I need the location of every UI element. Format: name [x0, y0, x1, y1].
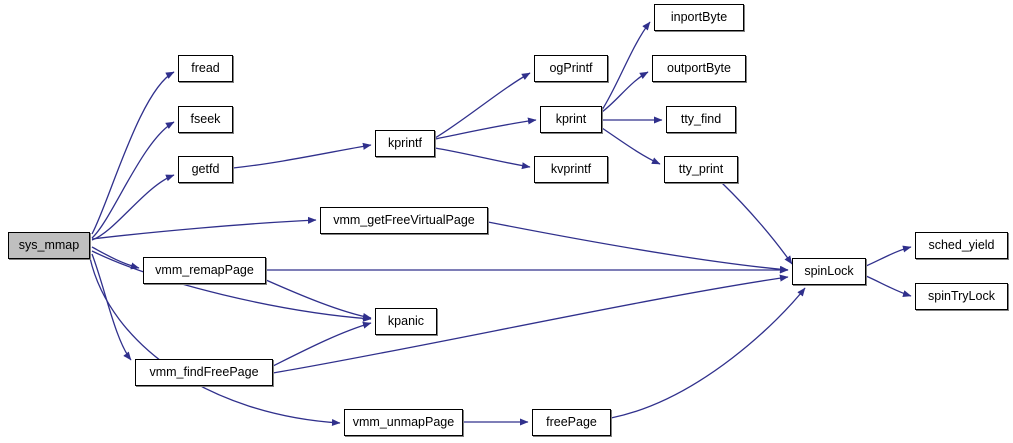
- edge-getfd-to-kprintf: [232, 142, 372, 169]
- edge-freePage-to-spinLock: [610, 287, 806, 419]
- edge-kprint-to-inportByte: [601, 21, 651, 111]
- node-sched_yield[interactable]: sched_yield: [915, 232, 1008, 259]
- edge-sys_mmap-to-fseek: [91, 121, 175, 239]
- node-label-fseek: fseek: [190, 112, 221, 127]
- node-label-kprint: kprint: [555, 112, 587, 127]
- edge-kprintf-to-kvprintf: [434, 147, 531, 170]
- node-ogPrintf[interactable]: ogPrintf: [534, 55, 608, 82]
- edge-kprintf-to-kprint: [434, 117, 537, 140]
- edge-vmm_getFreeVirtualPage-to-spinLock: [487, 221, 789, 273]
- edge-kprint-to-tty_print: [601, 127, 661, 165]
- node-label-vmm_getFreeVirtualPage: vmm_getFreeVirtualPage: [333, 213, 475, 228]
- node-label-inportByte: inportByte: [670, 10, 728, 25]
- edge-kprintf-to-ogPrintf: [434, 72, 531, 139]
- edge-sys_mmap-to-getfd: [91, 174, 175, 241]
- node-label-kprintf: kprintf: [387, 136, 423, 151]
- edge-sys_mmap-to-fread: [91, 71, 175, 235]
- node-label-freePage: freePage: [546, 415, 597, 430]
- node-kvprintf[interactable]: kvprintf: [534, 156, 608, 183]
- node-vmm_findFreePage[interactable]: vmm_findFreePage: [135, 359, 273, 386]
- node-label-vmm_findFreePage: vmm_findFreePage: [149, 365, 259, 380]
- node-vmm_remapPage[interactable]: vmm_remapPage: [143, 257, 266, 284]
- edge-spinLock-to-spinTryLock: [865, 275, 912, 297]
- edge-vmm_findFreePage-to-spinLock: [272, 274, 789, 374]
- node-tty_print[interactable]: tty_print: [664, 156, 738, 183]
- edge-spinLock-to-sched_yield: [865, 245, 912, 267]
- node-label-ogPrintf: ogPrintf: [549, 61, 593, 76]
- node-label-spinTryLock: spinTryLock: [928, 289, 995, 304]
- node-vmm_getFreeVirtualPage[interactable]: vmm_getFreeVirtualPage: [320, 207, 488, 234]
- node-label-fread: fread: [191, 61, 220, 76]
- node-spinTryLock[interactable]: spinTryLock: [915, 283, 1008, 310]
- edge-vmm_findFreePage-to-kpanic: [272, 321, 372, 367]
- node-label-kpanic: kpanic: [387, 314, 425, 329]
- edge-sys_mmap-to-vmm_findFreePage: [91, 253, 132, 361]
- node-tty_find[interactable]: tty_find: [666, 106, 736, 133]
- node-label-vmm_remapPage: vmm_remapPage: [155, 263, 254, 278]
- edge-tty_print-to-spinLock: [721, 182, 793, 265]
- node-getfd[interactable]: getfd: [178, 156, 233, 183]
- node-freePage[interactable]: freePage: [532, 409, 611, 436]
- node-inportByte[interactable]: inportByte: [654, 4, 744, 31]
- node-label-tty_find: tty_find: [680, 112, 722, 127]
- node-label-tty_print: tty_print: [678, 162, 724, 177]
- node-fseek[interactable]: fseek: [178, 106, 233, 133]
- node-label-sched_yield: sched_yield: [928, 238, 995, 253]
- node-label-kvprintf: kvprintf: [550, 162, 592, 177]
- node-label-vmm_unmapPage: vmm_unmapPage: [352, 415, 455, 430]
- edge-vmm_remapPage-to-kpanic: [265, 279, 372, 320]
- node-label-spinLock: spinLock: [804, 264, 854, 279]
- node-fread[interactable]: fread: [178, 55, 233, 82]
- node-label-outportByte: outportByte: [667, 61, 731, 76]
- edge-sys_mmap-to-vmm_getFreeVirtualPage: [91, 216, 317, 240]
- node-kprint[interactable]: kprint: [540, 106, 602, 133]
- node-vmm_unmapPage[interactable]: vmm_unmapPage: [344, 409, 463, 436]
- node-kprintf[interactable]: kprintf: [375, 130, 435, 157]
- node-outportByte[interactable]: outportByte: [652, 55, 746, 82]
- edge-kprint-to-outportByte: [601, 71, 649, 113]
- node-label-sys_mmap: sys_mmap: [18, 238, 80, 253]
- node-spinLock[interactable]: spinLock: [792, 258, 866, 285]
- edge-sys_mmap-to-vmm_remapPage: [91, 246, 140, 270]
- node-label-getfd: getfd: [191, 162, 220, 177]
- node-sys_mmap: sys_mmap: [8, 232, 90, 259]
- node-kpanic[interactable]: kpanic: [375, 308, 437, 335]
